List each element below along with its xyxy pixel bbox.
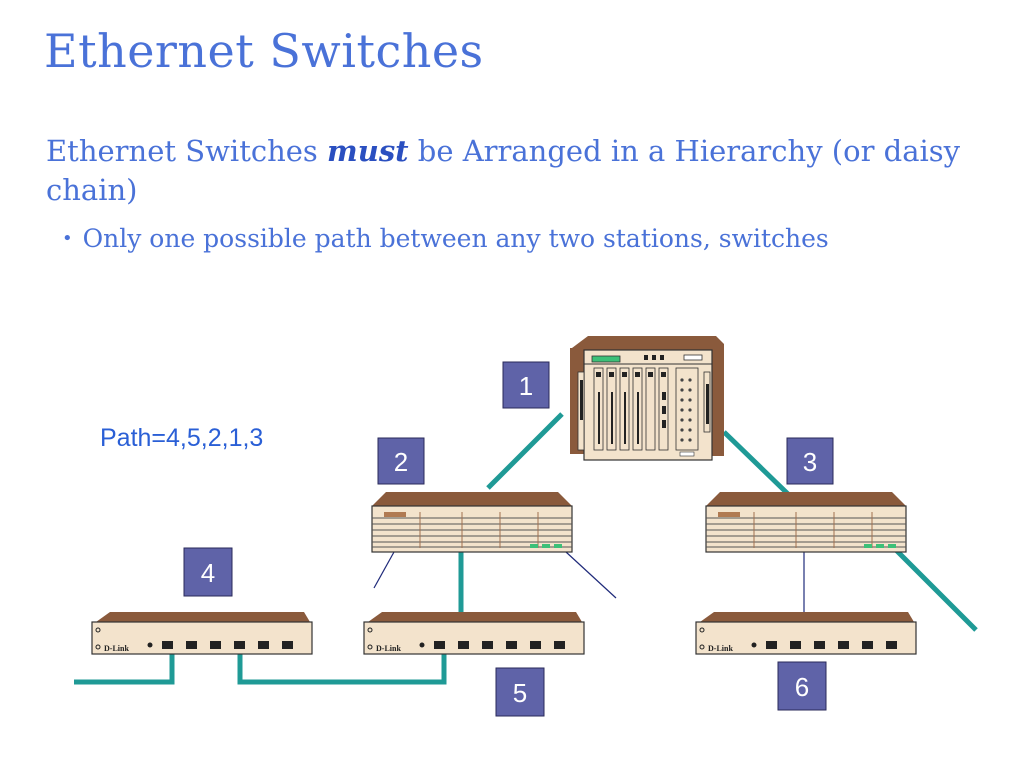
hub-5: D-Link	[363, 611, 585, 655]
hub-brand-label: D-Link	[376, 644, 401, 653]
node-label-3-text: 3	[803, 447, 817, 477]
link-2-thin-right	[565, 551, 617, 599]
node-label-4: 4	[183, 547, 233, 597]
node-label-6-text: 6	[795, 672, 809, 702]
subtitle-text-before: Ethernet Switches	[46, 134, 318, 168]
path-label: Path=4,5,2,1,3	[100, 424, 264, 452]
node-label-4-text: 4	[201, 558, 215, 588]
slide-title: Ethernet Switches	[44, 24, 484, 78]
node-label-5: 5	[495, 667, 545, 717]
hub-4: D-Link	[91, 611, 313, 655]
link-2-thin-left	[373, 551, 395, 589]
bullet-item: • Only one possible path between any two …	[62, 224, 829, 253]
bullet-text: Only one possible path between any two s…	[82, 224, 829, 253]
link-4-station	[74, 652, 175, 685]
node-label-3: 3	[786, 437, 834, 485]
stackable-switch-2	[371, 491, 573, 553]
node-label-1: 1	[502, 361, 550, 409]
chassis-switch-1	[570, 336, 724, 461]
hub-brand-label: D-Link	[104, 644, 129, 653]
node-label-2: 2	[377, 437, 425, 485]
link-1-2	[486, 412, 564, 490]
link-4-5	[237, 652, 447, 685]
stackable-switch-3	[705, 491, 907, 553]
hub-6: D-Link	[695, 611, 917, 655]
bullet-dot-icon: •	[62, 228, 73, 249]
node-label-2-text: 2	[394, 447, 408, 477]
node-label-5-text: 5	[513, 678, 527, 708]
subtitle-text-after: be Arranged in a Hierarchy (or daisy cha…	[46, 134, 961, 208]
node-label-1-text: 1	[519, 371, 533, 401]
link-1-3	[722, 430, 790, 496]
link-3-downlink	[890, 544, 978, 632]
subtitle: Ethernet Switches must be Arranged in a …	[46, 132, 986, 210]
subtitle-emphasis: must	[327, 134, 409, 168]
hub-brand-label: D-Link	[708, 644, 733, 653]
node-label-6: 6	[777, 661, 827, 711]
